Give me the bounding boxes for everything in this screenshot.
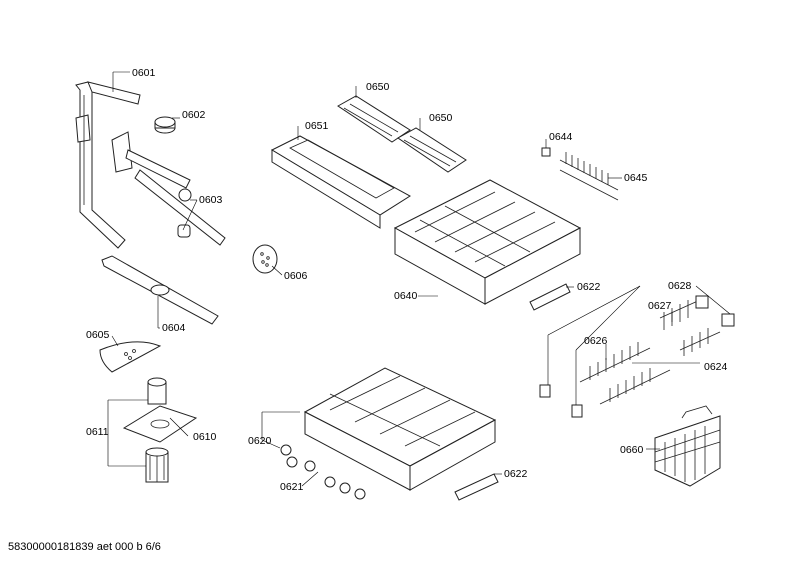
label-0627: 0627 xyxy=(648,300,672,312)
label-0644: 0644 xyxy=(549,131,573,143)
tine-row-part[interactable] xyxy=(559,152,619,201)
label-0606: 0606 xyxy=(284,270,308,282)
label-0650-right: 0650 xyxy=(429,112,453,124)
label-0650-top: 0650 xyxy=(366,81,390,93)
label-0660: 0660 xyxy=(620,444,644,456)
filter-cover-part[interactable] xyxy=(99,341,162,373)
clip-part[interactable] xyxy=(541,147,551,157)
label-0645: 0645 xyxy=(624,172,648,184)
lower-basket-part[interactable] xyxy=(303,367,497,491)
label-0604: 0604 xyxy=(162,322,186,334)
label-0611: 0611 xyxy=(86,426,109,438)
basket-handle-part-upper[interactable] xyxy=(529,283,571,311)
label-0626: 0626 xyxy=(584,335,608,347)
label-0622-lower: 0622 xyxy=(504,468,528,480)
rack-insert-part-1[interactable] xyxy=(337,95,411,143)
label-0624: 0624 xyxy=(704,361,728,373)
wheels-part[interactable] xyxy=(280,444,366,500)
document-footer: 58300000181839 aet 000 b 6/6 xyxy=(8,541,161,553)
upper-basket-part[interactable] xyxy=(393,179,582,305)
upper-spray-arm-part[interactable] xyxy=(111,131,226,246)
nut-part[interactable] xyxy=(154,116,176,134)
micro-filter-part[interactable] xyxy=(252,244,278,274)
label-0621: 0621 xyxy=(280,481,304,493)
basket-handle-part-lower[interactable] xyxy=(454,473,499,501)
label-0628: 0628 xyxy=(668,280,692,292)
cutlery-tray-part[interactable] xyxy=(270,135,411,229)
label-0620: 0620 xyxy=(248,435,272,447)
label-0610: 0610 xyxy=(193,431,217,443)
label-0601: 0601 xyxy=(132,67,156,79)
label-0602: 0602 xyxy=(182,109,206,121)
rack-insert-part-2[interactable] xyxy=(397,127,467,173)
folding-tines-part[interactable] xyxy=(539,295,735,418)
label-0651: 0651 xyxy=(305,120,329,132)
supply-pipe-part[interactable] xyxy=(75,81,141,249)
lower-spray-arm-part[interactable] xyxy=(101,255,219,325)
label-0605: 0605 xyxy=(86,329,110,341)
cutlery-basket-part[interactable] xyxy=(654,405,721,487)
filter-combination-part[interactable] xyxy=(122,377,198,483)
label-0640: 0640 xyxy=(394,290,418,302)
label-0622-upper: 0622 xyxy=(577,281,601,293)
label-0603: 0603 xyxy=(199,194,223,206)
